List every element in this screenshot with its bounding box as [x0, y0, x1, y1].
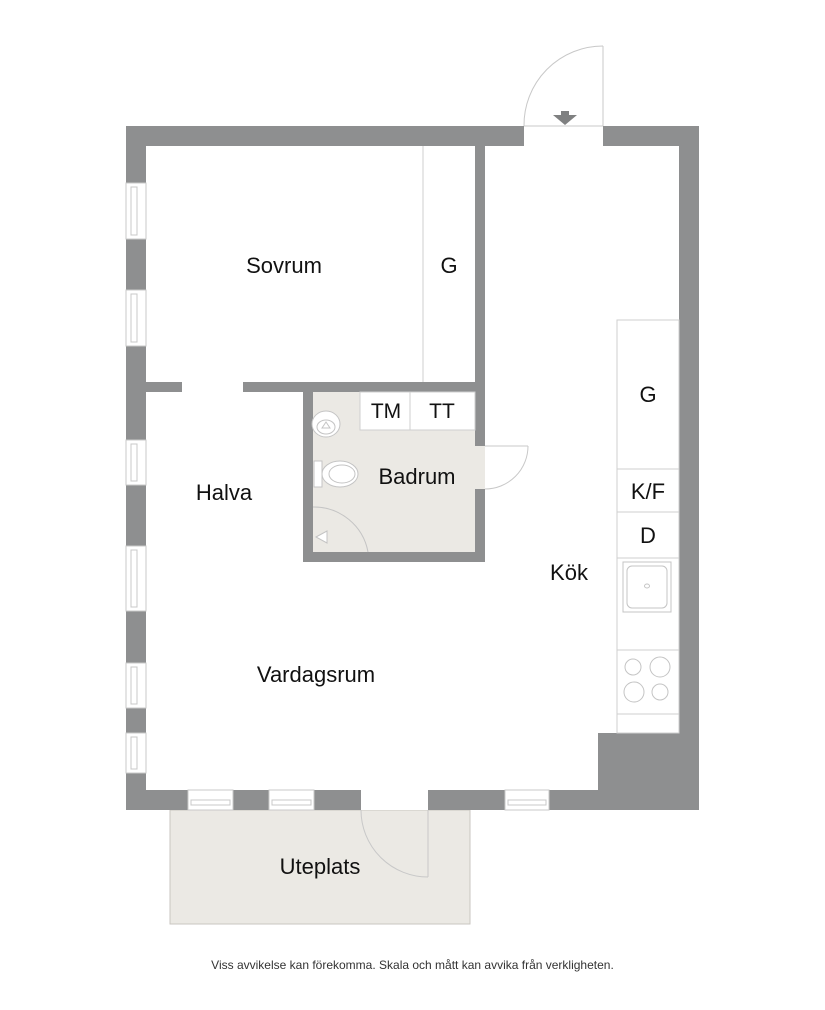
room-label-uteplats: Uteplats — [279, 854, 361, 879]
room-label-badrum: Badrum — [378, 464, 456, 489]
entrance-arrow-icon — [553, 115, 577, 125]
bottom-windows — [187, 789, 550, 811]
room-label-wardrobe-bedroom: G — [440, 253, 458, 278]
room-label-kok: Kök — [550, 560, 588, 585]
stove-icon — [623, 656, 671, 703]
entrance-arrow-stem — [561, 111, 569, 116]
room-label-halva: Halva — [195, 480, 253, 505]
room-label-sovrum: Sovrum — [246, 253, 322, 278]
left-windows — [125, 182, 147, 774]
patio-door[interactable] — [360, 790, 429, 878]
room-label-tumble-dryer: TT — [429, 400, 455, 423]
disclaimer-text: Viss avvikelse kan förekomma. Skala och … — [211, 958, 614, 972]
entrance-door[interactable] — [523, 45, 604, 127]
patio-area — [169, 809, 471, 925]
room-label-dishwasher: D — [640, 523, 656, 548]
shower-swing — [312, 506, 369, 553]
room-label-wardrobe-kitchen: G — [639, 382, 657, 407]
sink-icon — [311, 410, 341, 438]
toilet-icon — [313, 460, 359, 488]
room-label-washing-machine: TM — [370, 400, 402, 423]
bathroom-door[interactable] — [475, 445, 529, 490]
room-label-fridge-freezer: K/F — [630, 479, 666, 504]
washer-dryer-cabinet — [359, 391, 476, 431]
room-label-vardagsrum: Vardagsrum — [256, 662, 376, 687]
kitchen-sink-icon — [622, 561, 672, 613]
interior-walls — [146, 146, 485, 562]
